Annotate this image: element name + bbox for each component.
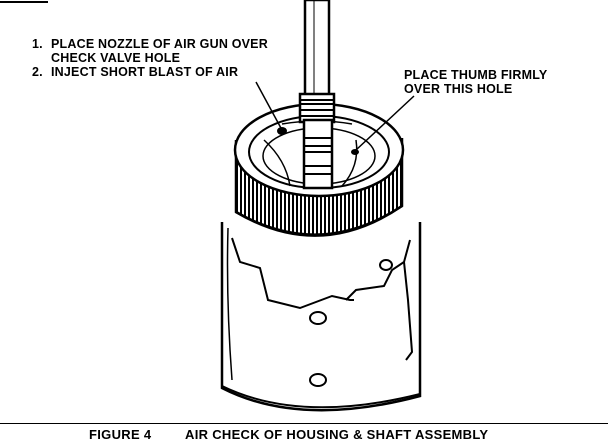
- callout-item-2-number: 2.: [32, 65, 43, 79]
- housing-shadow: [226, 227, 233, 381]
- housing-hole-upper: [309, 311, 327, 325]
- figure-title: AIR CHECK OF HOUSING & SHAFT ASSEMBLY: [185, 427, 489, 442]
- shaft-lower-grooves: [304, 137, 332, 175]
- housing-window-right-edge: [403, 261, 414, 361]
- callout-item-1: 1. PLACE NOZZLE OF AIR GUN OVER: [32, 37, 268, 51]
- housing-hole-right: [379, 259, 393, 271]
- callout-item-1-line-1: PLACE NOZZLE OF AIR GUN OVER: [51, 37, 268, 51]
- callout-right-line-1: PLACE THUMB FIRMLY: [404, 68, 548, 82]
- callout-item-2: 2. INJECT SHORT BLAST OF AIR: [32, 65, 268, 79]
- housing-hole-lower: [309, 373, 327, 387]
- shaft: [303, 0, 331, 98]
- callout-right-line-2: OVER THIS HOLE: [404, 82, 513, 96]
- housing-window-right: [345, 239, 411, 301]
- caption-rule: [0, 423, 608, 424]
- inner-web-right: [341, 139, 358, 187]
- thumb-hole: [351, 149, 359, 155]
- leader-line-thumb-hole: [355, 95, 415, 151]
- callout-thumb-instruction: PLACE THUMB FIRMLY OVER THIS HOLE: [404, 68, 547, 96]
- callout-air-gun-instructions: 1. PLACE NOZZLE OF AIR GUN OVER CHECK VAL…: [32, 37, 268, 79]
- figure-label: FIGURE 4: [89, 427, 152, 442]
- shaft-collar: [298, 92, 336, 124]
- shaft-grooves: [300, 99, 334, 117]
- housing-bottom-edge: [221, 385, 421, 409]
- check-valve-hole: [277, 127, 287, 135]
- leader-line-check-valve: [255, 81, 283, 131]
- inner-web-left: [263, 139, 291, 187]
- callout-item-1-line-2: CHECK VALVE HOLE: [51, 51, 181, 65]
- figure-caption: FIGURE 4 AIR CHECK OF HOUSING & SHAFT AS…: [0, 427, 608, 445]
- spline-ring-lower-edge: [235, 204, 403, 237]
- shaft-lower: [302, 118, 334, 190]
- callout-item-1-number: 1.: [32, 37, 43, 51]
- callout-item-2-line-1: INJECT SHORT BLAST OF AIR: [51, 65, 239, 79]
